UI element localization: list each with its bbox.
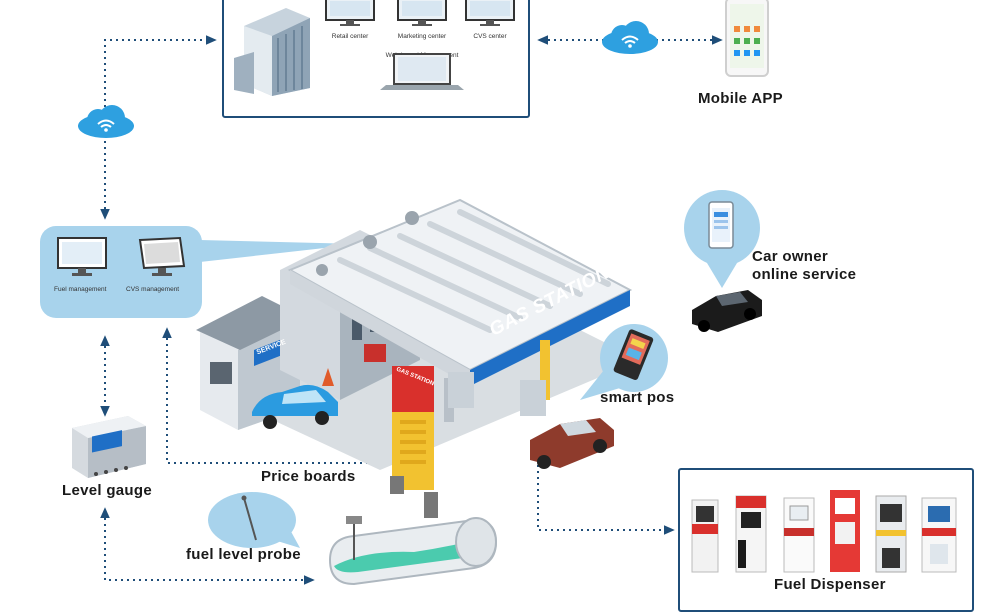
car-icon [692, 290, 762, 332]
level-gauge-label: Level gauge [62, 482, 152, 499]
level-gauge-device-icon [72, 416, 146, 478]
fuel-dispenser-label: Fuel Dispenser [774, 576, 886, 593]
smartphone-icon [708, 201, 734, 249]
price-boards-label: Price boards [261, 468, 356, 485]
monitor-icon [465, 0, 515, 26]
cvs-center-monitor: CVS center [460, 0, 520, 40]
cvs-center-label: CVS center [473, 33, 507, 40]
management-center-box: Retail center Marketing center CVS cente… [222, 0, 530, 118]
building-icon [234, 8, 310, 96]
monitor-icon [397, 0, 447, 26]
fuel-dispenser-box: Fuel Dispenser [678, 468, 974, 612]
car-icon [530, 418, 614, 469]
connector-tank [100, 507, 315, 585]
car-icon [252, 384, 338, 429]
cloud-wifi-icon [78, 105, 134, 138]
car-owner-label-line1: Car owner [752, 248, 829, 265]
laptop-icon [380, 53, 464, 90]
smartphone-icon [725, 0, 769, 77]
fuel-dispenser-icon [691, 490, 957, 573]
fuel-tank-icon [328, 516, 498, 586]
marketing-center-label: Marketing center [397, 33, 447, 40]
monitor-icon [138, 236, 186, 276]
mobile-app-label: Mobile APP [698, 90, 783, 107]
monitor-icon [57, 237, 107, 276]
retail-center-monitor: Retail center [320, 0, 380, 40]
cloud-wifi-icon [602, 21, 658, 54]
fuel-management-label: Fuel management [54, 286, 107, 293]
retail-center-label: Retail center [331, 33, 369, 40]
car-owner-label-line2: online service [752, 266, 857, 283]
monitor-icon [325, 0, 375, 26]
smart-pos-label: smart pos [600, 389, 675, 406]
connector-price-boards [162, 327, 385, 464]
marketing-center-monitor: Marketing center [392, 0, 452, 40]
web-management-laptop: Web-based Management [372, 52, 472, 90]
station-management-bubble: Fuel management CVS management [40, 226, 202, 318]
connector-top-left [100, 35, 217, 220]
fuel-probe-label: fuel level probe [186, 546, 301, 563]
cvs-management-label: CVS management [126, 286, 180, 293]
pos-terminal-icon [613, 329, 654, 380]
